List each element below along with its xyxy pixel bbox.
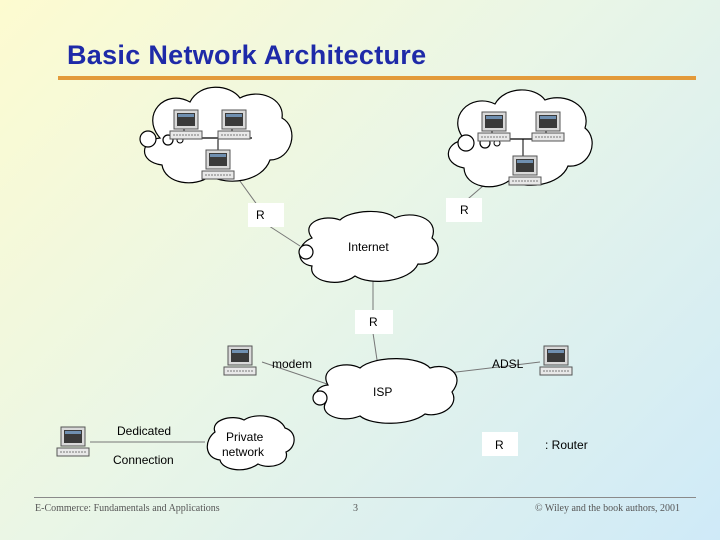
slide-title: Basic Network Architecture (67, 40, 427, 70)
footer-copyright: © Wiley and the book authors, 2001 (535, 503, 681, 514)
computer-icon (223, 345, 257, 376)
internet-cloud (298, 210, 439, 283)
computer-icon (508, 155, 542, 186)
footer-divider (34, 497, 696, 498)
internet-label: Internet (348, 240, 389, 254)
isp-cloud (312, 358, 458, 424)
computer-icon (477, 111, 511, 142)
router-box (446, 198, 482, 222)
isp-label: ISP (373, 385, 393, 399)
computer-icon (169, 109, 203, 140)
dedicated-label: Dedicated (117, 424, 172, 438)
footer-course-title: E-Commerce: Fundamentals and Application… (35, 503, 220, 514)
connection-label: Connection (113, 453, 174, 467)
router-box (355, 310, 393, 334)
computer-icon (531, 111, 565, 142)
router-box (482, 432, 518, 456)
private-network-label: network (222, 445, 265, 459)
lan-cloud-left (139, 86, 293, 184)
legend-router-symbol: R (495, 438, 504, 452)
computer-icon (56, 426, 90, 457)
computer-icon (201, 149, 235, 180)
title-underline (58, 76, 696, 80)
lan-cloud-right (447, 89, 593, 188)
adsl-label: ADSL (492, 357, 524, 371)
computer-icon (539, 345, 573, 376)
router-label: R (256, 208, 265, 222)
router-box (248, 203, 284, 227)
page-number: 3 (353, 503, 358, 514)
private-network-cloud (206, 415, 295, 471)
legend-router-text: : Router (545, 438, 588, 452)
router-label: R (460, 203, 469, 217)
modem-label: modem (272, 357, 313, 371)
computer-icon (217, 109, 251, 140)
router-label: R (369, 315, 378, 329)
private-network-label: Private (226, 430, 264, 444)
